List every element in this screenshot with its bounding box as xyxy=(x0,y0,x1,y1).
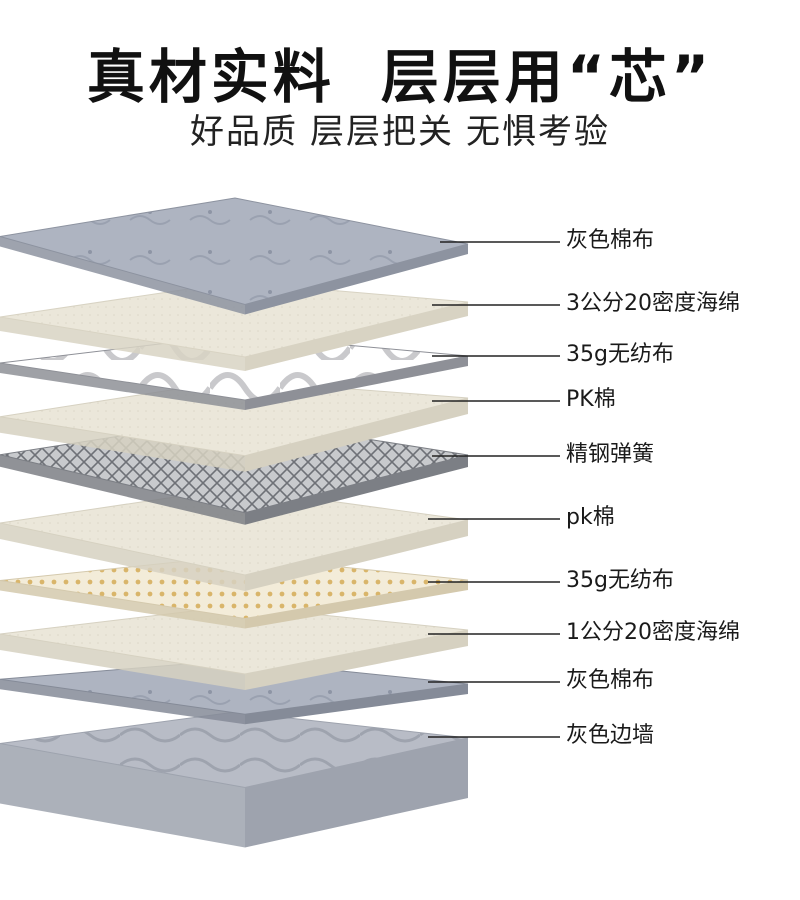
label-pk-cotton-upper: PK棉 xyxy=(566,387,616,412)
layer-gray-cotton-top xyxy=(0,197,469,315)
label-sponge-3cm: 3公分20密度海绵 xyxy=(566,291,740,316)
layer-gray-side-wall xyxy=(0,711,469,848)
label-nonwoven-35g-lower: 35g无纺布 xyxy=(566,568,674,593)
label-sponge-1cm: 1公分20密度海绵 xyxy=(566,620,740,645)
label-gray-cotton-bottom: 灰色棉布 xyxy=(566,668,655,693)
page-title: 真材实料层层用“芯” xyxy=(0,30,800,114)
layer-sponge-1cm xyxy=(0,605,469,690)
label-pk-cotton-lower: pk棉 xyxy=(566,505,615,530)
label-nonwoven-35g-upper: 35g无纺布 xyxy=(566,342,674,367)
label-gray-cotton-top: 灰色棉布 xyxy=(566,228,655,253)
label-steel-springs: 精钢弹簧 xyxy=(566,442,655,467)
title-right: 层层用“芯” xyxy=(380,43,714,111)
layer-pk-cotton-upper xyxy=(0,379,469,472)
layer-pk-cotton-lower xyxy=(0,487,469,591)
layer-sponge-3cm xyxy=(0,281,469,371)
title-left: 真材实料 xyxy=(86,43,335,111)
subtitle-part-1: 好品质 xyxy=(190,112,298,152)
label-gray-side-wall: 灰色边墙 xyxy=(566,723,655,748)
page-subtitle: 好品质层层把关无惧考验 xyxy=(0,104,800,153)
subtitle-part-2: 层层把关 xyxy=(310,112,454,152)
subtitle-part-3: 无惧考验 xyxy=(466,112,610,152)
